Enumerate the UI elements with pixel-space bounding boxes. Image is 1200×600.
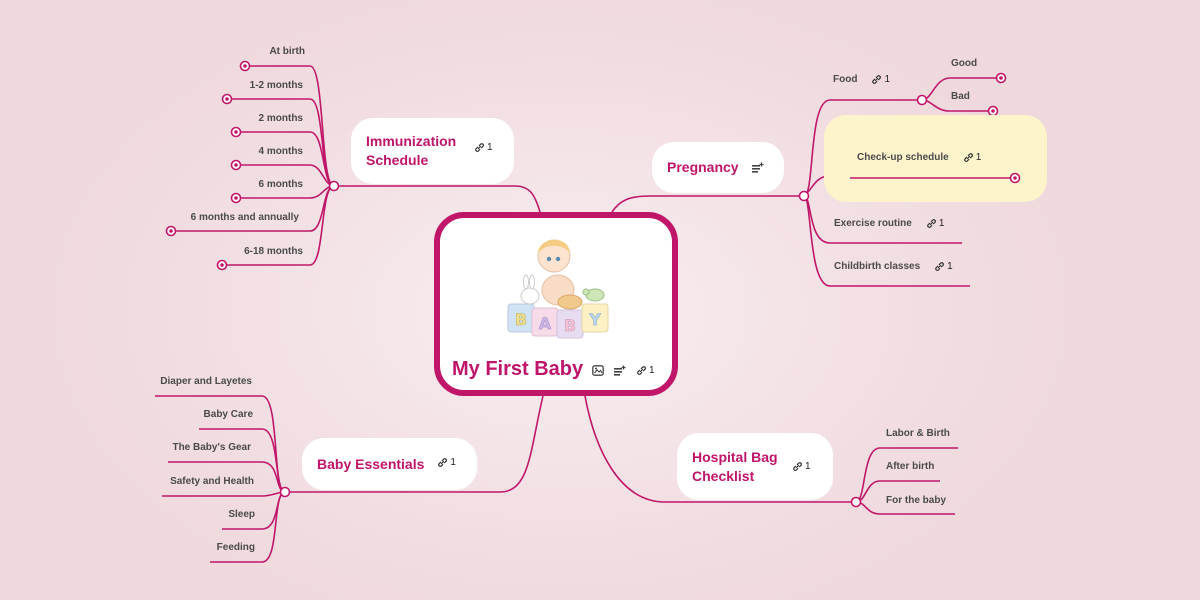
topic-exercise-routine[interactable]: Exercise routine 1 [834, 218, 945, 229]
link-badge[interactable]: 1 [636, 365, 655, 376]
link-badge[interactable]: 1 [792, 461, 811, 472]
branch-baby-essentials[interactable]: Baby Essentials 1 [302, 438, 477, 490]
topic-baby-care[interactable]: Baby Care [203, 409, 253, 420]
topic-6-months-annually[interactable]: 6 months and annually [190, 212, 299, 223]
svg-text:B: B [564, 316, 576, 335]
link-icon [438, 458, 448, 467]
link-icon [793, 462, 802, 471]
svg-text:A: A [539, 314, 552, 333]
topic-1-2-months[interactable]: 1-2 months [249, 80, 303, 91]
topic-diaper-layetes[interactable]: Diaper and Layetes [160, 376, 252, 387]
topic-feeding[interactable]: Feeding [216, 542, 255, 553]
topic-check-up-schedule[interactable]: Check-up schedule 1 [857, 152, 982, 163]
branch-immunization-schedule[interactable]: Immunization Schedule 1 [351, 118, 514, 184]
image-icon[interactable] [592, 365, 604, 376]
topic-2-months[interactable]: 2 months [258, 113, 303, 124]
topic-sleep[interactable]: Sleep [228, 509, 255, 520]
topic-babys-gear[interactable]: The Baby's Gear [172, 442, 251, 453]
topic-food-bad[interactable]: Bad [951, 91, 970, 102]
link-icon [475, 142, 484, 152]
link-badge[interactable]: 1 [963, 152, 981, 163]
topic-safety-health[interactable]: Safety and Health [170, 476, 254, 487]
link-badge[interactable]: 1 [437, 457, 456, 468]
link-badge[interactable]: 1 [871, 74, 890, 85]
topic-after-birth[interactable]: After birth [886, 461, 935, 472]
root-node[interactable]: B A B Y My First Baby [434, 212, 678, 396]
link-badge[interactable]: 1 [474, 142, 493, 153]
topic-6-months[interactable]: 6 months [258, 179, 303, 190]
notes-icon[interactable] [751, 162, 764, 173]
topic-6-18-months[interactable]: 6-18 months [244, 246, 303, 257]
topic-labor-birth[interactable]: Labor & Birth [886, 428, 950, 439]
topic-at-birth[interactable]: At birth [269, 46, 305, 57]
svg-text:B: B [515, 310, 527, 329]
topic-childbirth-classes[interactable]: Childbirth classes 1 [834, 261, 953, 272]
topic-for-the-baby[interactable]: For the baby [886, 495, 947, 506]
notes-icon[interactable] [614, 365, 626, 376]
link-icon [926, 219, 936, 228]
topic-food[interactable]: Food 1 [833, 74, 890, 85]
selected-topic-highlight [824, 115, 1047, 202]
branch-pregnancy[interactable]: Pregnancy [652, 142, 784, 193]
link-badge[interactable]: 1 [934, 261, 953, 272]
branch-hospital-bag-checklist[interactable]: Hospital Bag Checklist 1 [677, 433, 833, 500]
link-icon [963, 153, 973, 162]
link-icon [935, 262, 945, 271]
topic-4-months[interactable]: 4 months [258, 146, 303, 157]
link-icon [872, 75, 882, 84]
root-title: My First Baby [452, 358, 584, 380]
svg-text:Y: Y [588, 310, 601, 329]
baby-image: B A B Y [507, 239, 609, 339]
topic-food-good[interactable]: Good [951, 58, 978, 69]
link-badge[interactable]: 1 [926, 218, 944, 229]
link-icon [637, 366, 646, 375]
